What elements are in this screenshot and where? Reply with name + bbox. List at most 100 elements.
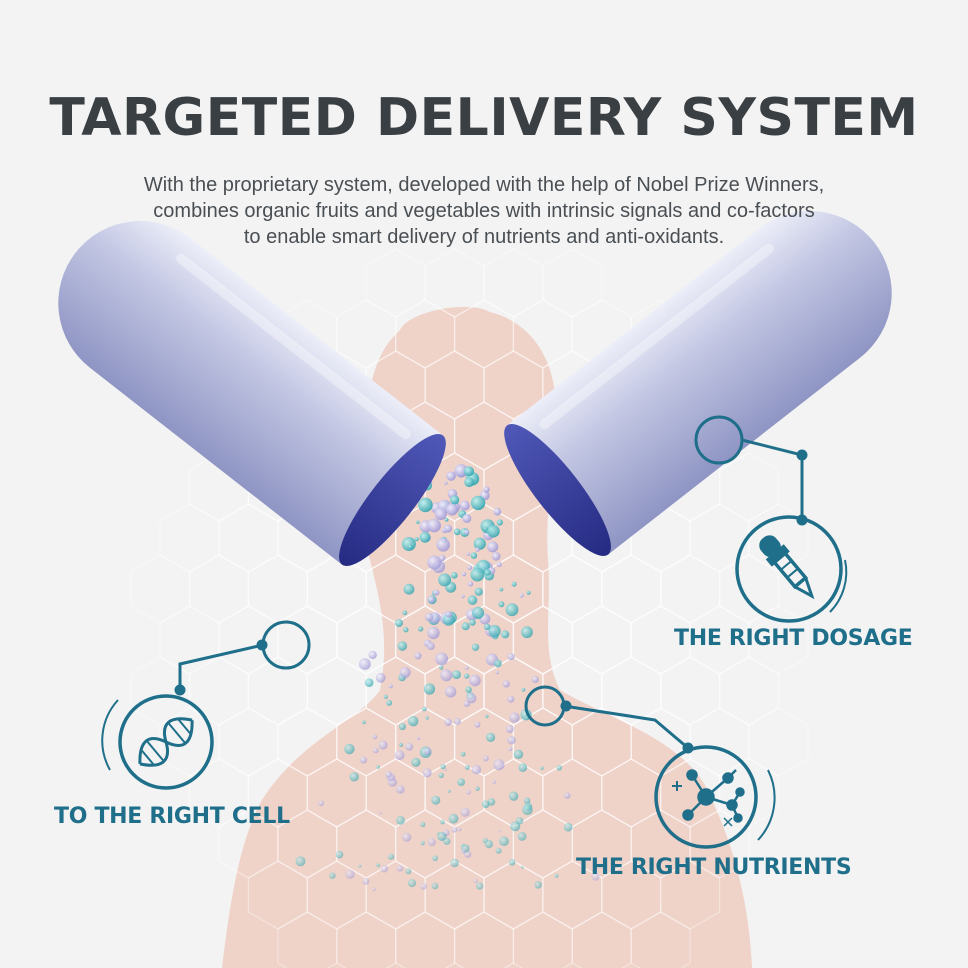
particle <box>563 822 573 832</box>
capsule-right-half <box>504 211 892 557</box>
hexagon-cell <box>188 656 250 726</box>
molecule-icon <box>654 745 776 849</box>
hexagon-cell <box>336 299 397 369</box>
particle <box>445 611 452 618</box>
hexagon-cell <box>159 605 220 675</box>
particle <box>563 792 571 799</box>
particle <box>417 626 424 632</box>
particle <box>515 817 524 825</box>
particle <box>474 721 481 728</box>
particle <box>492 780 497 784</box>
particle <box>345 869 355 879</box>
particle <box>420 821 426 828</box>
particle <box>446 471 456 481</box>
particle <box>484 623 491 630</box>
particle <box>447 789 451 793</box>
particle <box>451 572 458 579</box>
particle <box>439 554 446 562</box>
particle <box>407 879 417 888</box>
hexagon-cell <box>689 707 750 777</box>
particle <box>498 829 501 833</box>
particle <box>435 652 448 666</box>
particle <box>427 555 442 570</box>
human-silhouette <box>222 306 752 968</box>
particle <box>423 683 436 695</box>
particle <box>488 624 501 638</box>
particle <box>422 768 432 778</box>
particle <box>440 669 453 682</box>
particle <box>450 858 459 868</box>
hexagon-cell <box>660 656 721 726</box>
hexagon-cell <box>365 248 426 318</box>
particle <box>491 552 501 561</box>
particle <box>526 590 531 595</box>
particle <box>408 544 413 550</box>
particle <box>469 674 481 687</box>
particle <box>376 863 380 868</box>
particle <box>368 650 377 660</box>
particle <box>473 537 486 550</box>
particle <box>425 612 434 622</box>
particle <box>425 716 429 720</box>
particle <box>509 859 516 866</box>
particle <box>427 838 436 847</box>
particle <box>496 561 502 568</box>
hexagon-cell <box>159 503 220 573</box>
particle <box>444 768 447 771</box>
particle <box>505 603 519 617</box>
particle <box>518 763 528 772</box>
particle <box>517 832 527 841</box>
particle <box>420 883 427 890</box>
particle <box>405 742 414 751</box>
particle <box>433 589 440 596</box>
hexagon-cell <box>630 911 691 968</box>
particle <box>335 850 344 859</box>
particle <box>460 751 466 757</box>
particle <box>414 652 422 660</box>
particle <box>318 800 325 807</box>
particle <box>495 670 499 675</box>
hexagon-cell <box>130 656 191 726</box>
particle <box>467 595 478 605</box>
particle <box>422 706 427 712</box>
particle <box>387 853 395 860</box>
particle <box>402 832 412 842</box>
particle <box>444 686 457 698</box>
particle <box>436 538 450 552</box>
particle <box>508 746 513 752</box>
particle <box>446 503 458 516</box>
particle <box>438 573 452 587</box>
particle <box>418 497 433 513</box>
hexagon-cell <box>218 707 279 777</box>
particle <box>471 643 480 651</box>
particle <box>403 583 415 595</box>
particle <box>461 594 465 599</box>
hexagon-cell <box>218 503 279 573</box>
particle <box>470 495 486 511</box>
particle <box>471 606 485 620</box>
particle <box>420 841 425 846</box>
particle <box>513 749 524 759</box>
hexagon-cell <box>218 605 279 675</box>
particle <box>464 673 470 679</box>
hexagon-cell <box>395 911 456 968</box>
hexagon-cell <box>453 911 515 968</box>
particle <box>465 666 469 670</box>
particle <box>394 750 405 760</box>
particle <box>496 519 503 526</box>
hexagon-cell <box>512 911 573 968</box>
particle <box>397 641 408 651</box>
hexagon-cell <box>424 248 485 318</box>
particle <box>474 587 483 596</box>
particle <box>395 619 403 628</box>
particle <box>484 840 493 849</box>
hexagon-cell <box>660 860 721 930</box>
particle <box>495 847 502 854</box>
particle <box>371 887 376 892</box>
particle <box>481 800 490 809</box>
particle <box>438 772 444 779</box>
particle <box>464 529 470 535</box>
particle <box>431 795 441 805</box>
particle <box>427 626 440 640</box>
particle <box>383 694 388 700</box>
